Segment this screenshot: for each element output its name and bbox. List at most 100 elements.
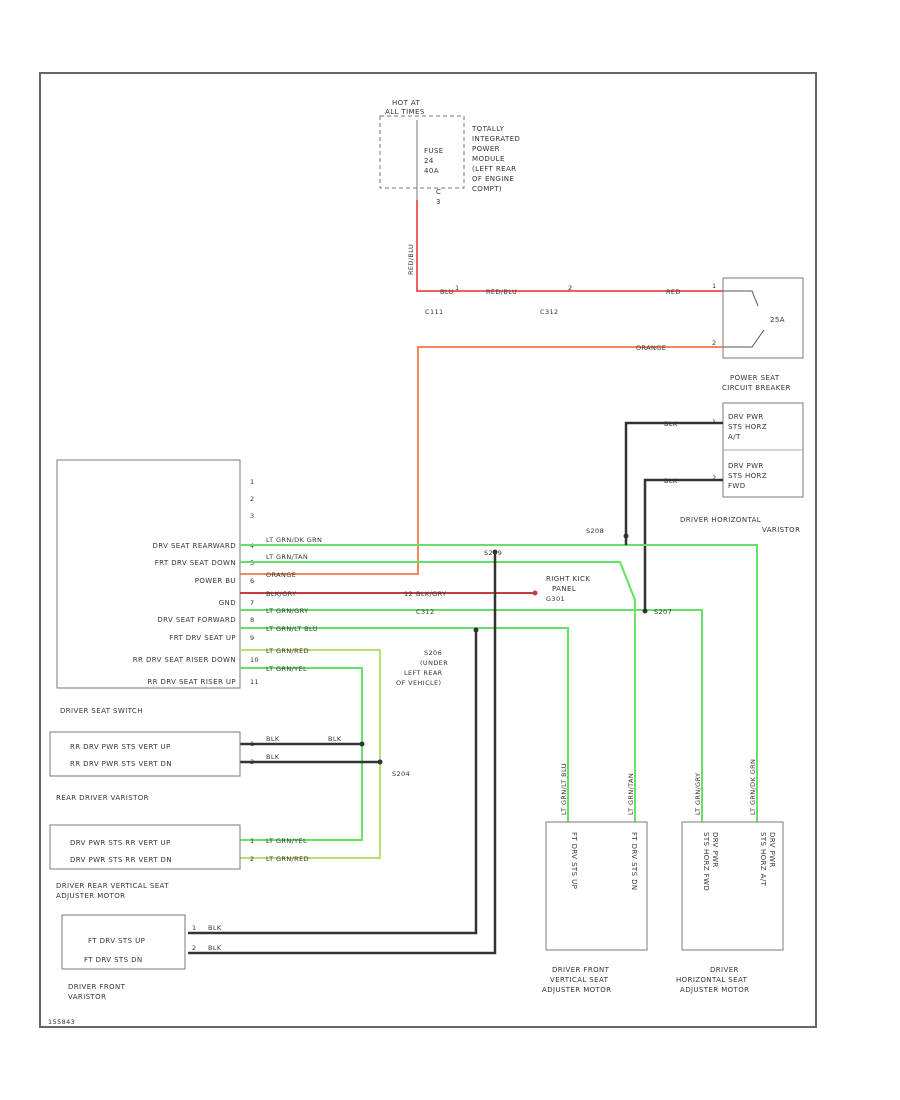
fuse-label-2: 24 <box>424 157 434 165</box>
orange-wire-label: ORANGE <box>636 344 666 352</box>
hm-wire-b: LT GRN/DK GRN <box>749 759 757 815</box>
fv-line-1: FT DRV STS UP <box>88 937 145 945</box>
ground-wire: BLK/GRY <box>416 590 446 598</box>
wire-tan <box>240 561 636 822</box>
orange-wire: ORANGE <box>240 344 723 575</box>
switch-box <box>56 459 241 689</box>
hv-line-3: A/T <box>728 433 741 441</box>
diagram-id: 155843 <box>48 1018 75 1026</box>
feed-seg1: BLU <box>440 288 454 296</box>
splice-s204: S204 <box>392 770 410 778</box>
hv-line-4: DRV PWR <box>728 462 764 470</box>
fm-label-3: ADJUSTER MOTOR <box>542 986 611 994</box>
switch-row-6: FRT DRV SEAT UP <box>169 634 236 642</box>
module-line-1: TOTALLY <box>471 125 505 133</box>
splice-s212-3: LEFT REAR <box>404 669 443 677</box>
hv-wire-1: BLK <box>664 420 678 428</box>
switch-label: DRIVER SEAT SWITCH <box>60 707 143 715</box>
rm-line-1: DRV PWR STS RR VERT UP <box>70 839 171 847</box>
ground-network: S208 S209 S207 S206 (UNDER LEFT REAR OF … <box>188 527 672 955</box>
feed-seg3: RED <box>666 288 681 296</box>
feed-pin3: 1 <box>712 282 717 290</box>
hv-line-6: FWD <box>728 482 746 490</box>
feed-seg2: RED/BLU <box>486 288 517 296</box>
rm-wire-2: LT GRN/RED <box>266 855 309 863</box>
feed-conn2: C312 <box>540 308 559 316</box>
fuse-label-3: 40A <box>424 167 439 175</box>
switch-pin-6: 6 <box>250 577 255 585</box>
rm-pin-2: 2 <box>250 855 255 863</box>
switch-row-2: FRT DRV SEAT DOWN <box>155 559 236 567</box>
switch-pin-top-3: 3 <box>250 512 255 520</box>
feed-pin2: 2 <box>568 284 573 292</box>
switch-pin-8: 8 <box>250 616 255 624</box>
switch-wire-4: BLK/GRY <box>266 590 296 598</box>
splice-s207: S207 <box>654 608 672 616</box>
hm-label-1: DRIVER <box>710 966 739 974</box>
switch-pin-10: 10 <box>250 656 259 664</box>
module-line-3: POWER <box>472 145 500 153</box>
switch-pin-9: 9 <box>250 634 255 642</box>
hv-label-2: VARISTOR <box>762 526 800 534</box>
switch-row-4: GND <box>219 599 236 607</box>
switch-pin-7: 7 <box>250 599 255 607</box>
switch-wire-2: LT GRN/TAN <box>266 553 308 561</box>
rm-label-1: DRIVER REAR VERTICAL SEAT <box>56 882 169 890</box>
fuse-label-1: FUSE <box>424 147 444 155</box>
hm-wire-a: LT GRN/GRY <box>694 773 702 815</box>
fm-wire-a: LT GRN/LT BLU <box>560 763 568 815</box>
module-line-6: OF ENGINE <box>472 175 514 183</box>
driver-front-vertical-motor: FT DRV STS UP FT DRV STS DN LT GRN/LT BL… <box>542 763 648 994</box>
fuse-pin-1: C <box>436 188 441 196</box>
hv-pin-2: 2 <box>712 474 717 482</box>
fv-wire-2: BLK <box>208 944 222 952</box>
hv-line-1: DRV PWR <box>728 413 764 421</box>
wire-gry <box>240 609 703 822</box>
wire-lt-blu <box>240 627 569 822</box>
rear-driver-varistor: RR DRV PWR STS VERT UP RR DRV PWR STS VE… <box>49 731 341 802</box>
splice-s212-1: S206 <box>424 649 442 657</box>
switch-wire-8: LT GRN/YEL <box>266 665 307 673</box>
rear-vertical-motor: DRV PWR STS RR VERT UP DRV PWR STS RR VE… <box>49 824 309 900</box>
breaker-rating: 25A <box>770 316 785 324</box>
ground-conn: C312 <box>416 608 435 616</box>
fv-wire-1: BLK <box>208 924 222 932</box>
horiz-motor-box <box>681 821 784 951</box>
hm-col1-2: STS HORZ FWD <box>702 832 710 891</box>
fv-label-1: DRIVER FRONT <box>68 983 126 991</box>
wire-dk-grn <box>240 544 758 822</box>
switch-pin-top-1: 1 <box>250 478 255 486</box>
switch-wire-1: LT GRN/DK GRN <box>266 536 322 544</box>
switch-row-8: RR DRV SEAT RISER UP <box>147 678 236 686</box>
hv-wire-2: BLK <box>664 477 678 485</box>
fm-wire-b: LT GRN/TAN <box>627 773 635 815</box>
switch-pin-top-2: 2 <box>250 495 255 503</box>
horizontal-varistor: DRV PWR STS HORZ A/T DRV PWR STS HORZ FW… <box>624 402 804 611</box>
rv-wire-2: BLK <box>266 753 280 761</box>
wire-red <box>240 649 381 859</box>
hv-label-1: DRIVER HORIZONTAL <box>680 516 761 524</box>
rv-line-1: RR DRV PWR STS VERT UP <box>70 743 171 751</box>
driver-horizontal-motor: DRV PWR STS HORZ FWD DRV PWR STS HORZ A/… <box>676 759 784 994</box>
rv-pin-1: 1 <box>250 740 255 748</box>
switch-row-1: DRV SEAT REARWARD <box>152 542 236 550</box>
front-motor-box <box>545 821 648 951</box>
front-varistor-box <box>61 914 186 970</box>
hm-label-3: ADJUSTER MOTOR <box>680 986 749 994</box>
rm-wire-1: LT GRN/YEL <box>266 837 307 845</box>
fuse-pin-2: 3 <box>436 198 441 206</box>
breaker-label-1: POWER SEAT <box>730 374 780 382</box>
rm-line-2: DRV PWR STS RR VERT DN <box>70 856 172 864</box>
feed-wire: RED/BLU BLU RED/BLU RED C111 C312 1 2 1 <box>407 200 723 316</box>
ground-pin: 12 <box>404 590 413 598</box>
rv-line-2: RR DRV PWR STS VERT DN <box>70 760 172 768</box>
module-line-4: MODULE <box>472 155 505 163</box>
module-line-5: (LEFT REAR <box>472 165 516 173</box>
module-line-2: INTEGRATED <box>472 135 520 143</box>
ground-label-2: PANEL <box>552 585 576 593</box>
hm-col1-1: DRV PWR <box>711 832 719 868</box>
hv-line-5: STS HORZ <box>728 472 767 480</box>
ground-point: BLK/GRY C312 12 RIGHT KICK PANEL G301 <box>404 575 590 616</box>
breaker-box <box>722 277 804 359</box>
